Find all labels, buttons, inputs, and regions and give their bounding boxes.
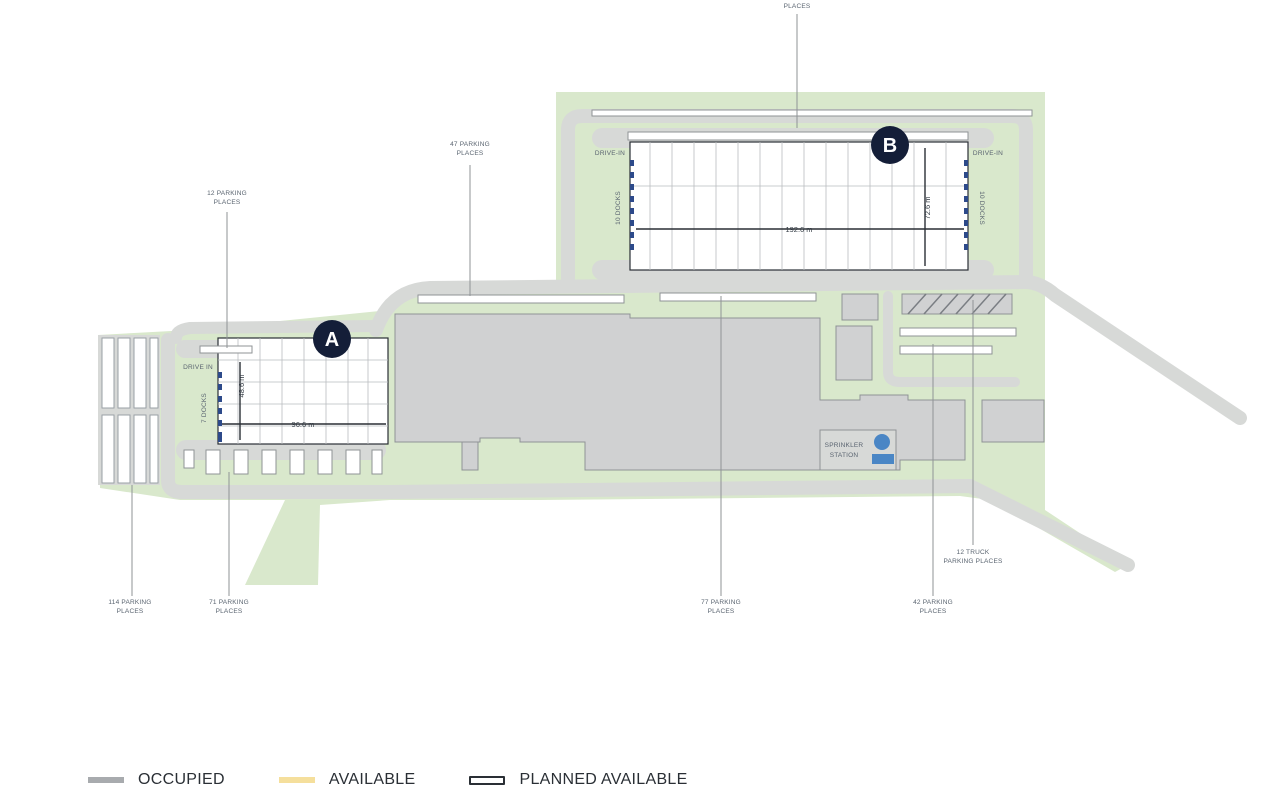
building-b-width: 72.6 m <box>923 197 932 220</box>
callout-114-line1: 114 PARKING <box>108 599 151 606</box>
occupied-swatch <box>88 777 124 783</box>
parking-114 <box>98 335 160 485</box>
marker-b: B <box>871 126 909 164</box>
site-plan-map: SPRINKLER STATION PLACES 47 PARKING PLAC… <box>98 3 1247 615</box>
map-legend: OCCUPIED AVAILABLE PLANNED AVAILABLE <box>88 768 742 792</box>
building-a-docks: 7 DOCKS <box>201 393 208 423</box>
building-b-length: 192.6 m <box>785 225 812 234</box>
building-b-drive-in-left: DRIVE-IN <box>595 150 625 157</box>
callout-47-line2: PLACES <box>457 150 484 157</box>
building-a <box>217 337 389 445</box>
marker-a-label: A <box>325 329 339 351</box>
sprinkler-label-line2: STATION <box>830 452 859 459</box>
building-b-docks-left: 10 DOCKS <box>615 191 622 225</box>
sprinkler-label-line1: SPRINKLER <box>825 442 864 449</box>
callout-71-line1: 71 PARKING <box>209 599 249 606</box>
callout-42-line2: PLACES <box>920 608 947 615</box>
parking-71 <box>183 449 383 475</box>
legend-planned: PLANNED AVAILABLE <box>469 771 687 789</box>
truck-parking-hatch <box>907 293 1007 315</box>
building-b <box>629 141 969 271</box>
legend-available-label: AVAILABLE <box>328 771 416 788</box>
callout-12-line1: 12 PARKING <box>207 190 247 197</box>
sprinkler-station: SPRINKLER STATION <box>819 429 897 471</box>
building-a-drive-in: DRIVE IN <box>183 364 213 371</box>
legend-occupied: OCCUPIED <box>88 771 225 789</box>
marker-b-label: B <box>883 135 897 157</box>
legend-occupied-label: OCCUPIED <box>138 771 225 788</box>
callout-labels: PLACES 47 PARKING PLACES 12 PARKING PLAC… <box>108 3 1002 615</box>
building-b-labels: DRIVE-IN DRIVE-IN 10 DOCKS 10 DOCKS 192.… <box>595 150 1003 234</box>
callout-71-line2: PLACES <box>216 608 243 615</box>
available-swatch <box>278 777 315 783</box>
marker-a: A <box>313 320 351 358</box>
callout-12-line2: PLACES <box>214 199 241 206</box>
building-a-length: 96.6 m <box>292 420 315 429</box>
callout-lines <box>131 14 974 596</box>
callout-114-line2: PLACES <box>117 608 144 615</box>
callout-top-line2: PLACES <box>784 3 811 10</box>
callout-47-line1: 47 PARKING <box>450 141 490 148</box>
callout-42-line1: 42 PARKING <box>913 599 953 606</box>
building-b-drive-in-right: DRIVE-IN <box>973 150 1003 157</box>
legend-available: AVAILABLE <box>278 771 416 789</box>
building-a-width: 48.6 m <box>237 375 246 398</box>
legend-planned-label: PLANNED AVAILABLE <box>519 771 688 788</box>
callout-77-line1: 77 PARKING <box>701 599 741 606</box>
callout-77-line2: PLACES <box>708 608 735 615</box>
planned-swatch <box>469 775 506 785</box>
callout-truck-line2: PARKING PLACES <box>943 558 1002 565</box>
callout-truck-line1: 12 TRUCK <box>957 549 990 556</box>
building-a-labels: DRIVE IN 7 DOCKS 96.6 m 48.6 m <box>183 364 314 429</box>
building-b-docks-right: 10 DOCKS <box>978 191 985 225</box>
